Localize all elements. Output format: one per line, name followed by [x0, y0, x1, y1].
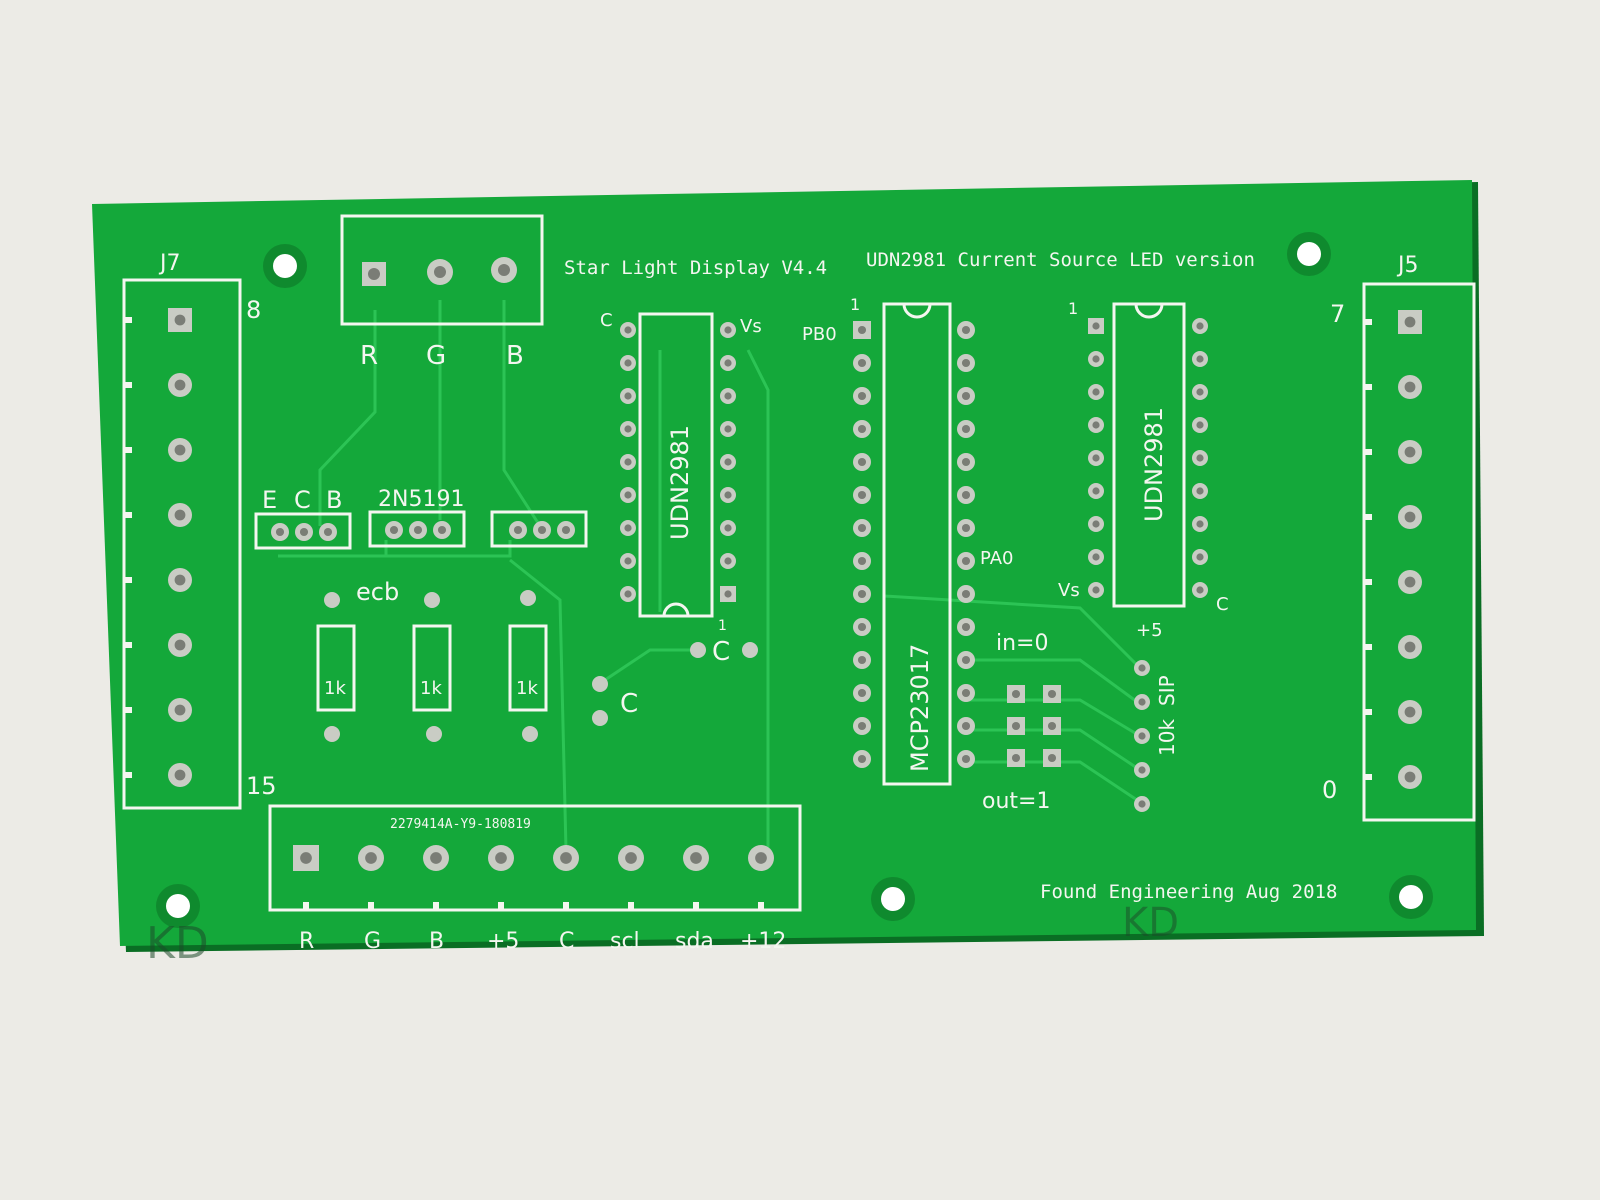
board-footer: Found Engineering Aug 2018	[1040, 881, 1337, 903]
bottom-header-label: R	[299, 929, 314, 954]
ic-mcp-pin1: 1	[850, 295, 860, 314]
ic-udn2981-right: UDN2981 1 Vs C +5	[1058, 299, 1229, 641]
marker-ink-left: KD	[146, 918, 209, 969]
bottom-header-label: B	[429, 929, 444, 954]
connector-j5: J5 7 0	[1322, 253, 1476, 822]
c-label-upper: C	[712, 637, 730, 667]
batch-code: 2279414A-Y9-180819	[390, 817, 531, 832]
bottom-header-label: C	[559, 929, 574, 954]
mounting-hole	[273, 254, 297, 278]
j5-top-pin: 7	[1330, 300, 1345, 328]
resistor-group: 1k 1k 1k	[316, 590, 548, 742]
resistor-group-label: ecb	[356, 578, 399, 606]
pcb-board	[92, 180, 1476, 946]
ic-left-name: UDN2981	[666, 425, 694, 540]
ic-right-c: C	[1216, 594, 1229, 615]
transistor-pin-e: E	[262, 486, 277, 514]
sip-value: 10k	[1155, 719, 1179, 756]
ic-left-pin-vs: Vs	[740, 316, 762, 337]
rgb-header: R G B	[340, 214, 544, 371]
ic-udn2981-left: UDN2981 C Vs 1	[600, 310, 762, 634]
sip-out-label: out=1	[982, 789, 1050, 814]
rgb-label-b: B	[506, 341, 524, 371]
marker-ink-right: KD	[1122, 900, 1179, 946]
bottom-header-label: +12	[740, 929, 786, 954]
ic-right-pin1: 1	[1068, 299, 1078, 318]
bottom-header-label: scl	[610, 929, 640, 954]
resistor-3-value: 1k	[516, 678, 538, 699]
resistor-2-value: 1k	[420, 678, 442, 699]
j7-top-pin: 8	[246, 296, 261, 324]
ic-left-pin1: 1	[718, 618, 727, 634]
bottom-header-label: sda	[675, 929, 714, 954]
j7-bottom-pin: 15	[246, 772, 277, 800]
bottom-header-label: +5	[487, 929, 519, 954]
sip-label: SIP	[1155, 675, 1179, 706]
ic-mcp-pb0: PB0	[802, 324, 837, 345]
sip-in-label: in=0	[996, 631, 1049, 656]
mounting-hole	[166, 894, 190, 918]
ic-mcp-name: MCP23017	[906, 644, 934, 772]
j5-label: J5	[1396, 253, 1419, 278]
mounting-hole	[1399, 885, 1423, 909]
board-title: Star Light Display V4.4	[564, 257, 827, 279]
rgb-label-g: G	[426, 341, 446, 371]
rgb-label-r: R	[360, 341, 378, 371]
transistor-group: E C B 2N5191 ecb	[254, 486, 588, 606]
mounting-hole	[1297, 242, 1321, 266]
mounting-hole	[881, 887, 905, 911]
ic-right-plus5: +5	[1136, 620, 1163, 641]
ic-mcp-pa0: PA0	[980, 548, 1013, 569]
j5-bottom-pin: 0	[1322, 776, 1337, 804]
transistor-pin-c: C	[294, 486, 311, 514]
capacitor-pads: C C	[592, 637, 758, 726]
j7-label: J7	[158, 251, 181, 276]
board-subtitle: UDN2981 Current Source LED version	[866, 249, 1255, 271]
transistor-part: 2N5191	[378, 487, 464, 512]
ic-right-name: UDN2981	[1140, 407, 1168, 522]
c-label-lower: C	[620, 689, 638, 719]
connector-j7: J7 8 15	[122, 251, 277, 810]
ic-left-pin-c: C	[600, 310, 613, 331]
resistor-1-value: 1k	[324, 678, 346, 699]
bottom-header-label: G	[364, 929, 381, 954]
transistor-pin-b: B	[326, 486, 342, 514]
ic-right-vs: Vs	[1058, 580, 1080, 601]
ic-mcp23017: MCP23017 1 PB0 PA0	[802, 295, 1013, 786]
sip-area: in=0 out=1 SIP 10k	[982, 631, 1179, 814]
